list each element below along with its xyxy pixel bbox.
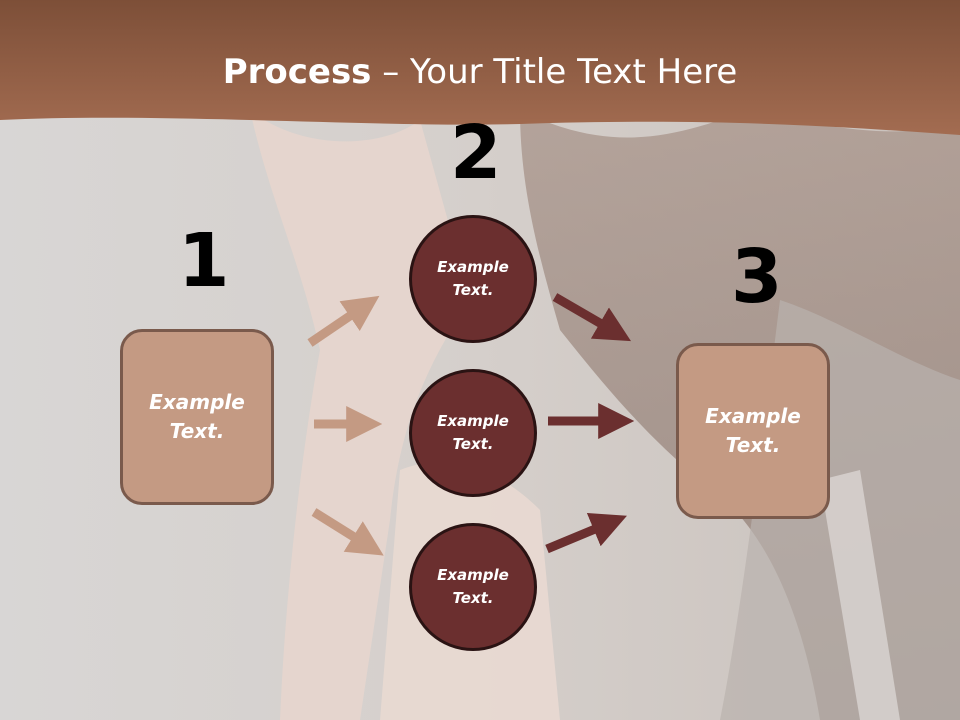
arrow-top-to-right [552, 293, 632, 342]
slide-title: Process – Your Title Text Here [0, 52, 960, 92]
step-number-2: 2 [450, 110, 502, 196]
title-bold: Process [222, 52, 372, 92]
process-circle-middle: Example Text. [409, 369, 537, 497]
arrow-bottom-to-right [545, 512, 627, 554]
circle-bottom-text: Example Text. [437, 566, 509, 607]
left-process-box: Example Text. [120, 329, 274, 505]
step-number-3: 3 [731, 234, 783, 320]
right-process-box: Example Text. [676, 343, 830, 519]
step-number-1: 1 [178, 218, 230, 304]
arrow-left-to-bottom [311, 508, 384, 556]
circle-middle-text: Example Text. [437, 412, 509, 453]
circle-top-text: Example Text. [437, 258, 509, 299]
arrow-left-to-top [307, 295, 380, 347]
right-box-text: Example Text. [705, 404, 801, 457]
process-circle-top: Example Text. [409, 215, 537, 343]
left-box-text: Example Text. [149, 390, 245, 443]
process-circle-bottom: Example Text. [409, 523, 537, 651]
title-rest: – Your Title Text Here [371, 52, 738, 92]
